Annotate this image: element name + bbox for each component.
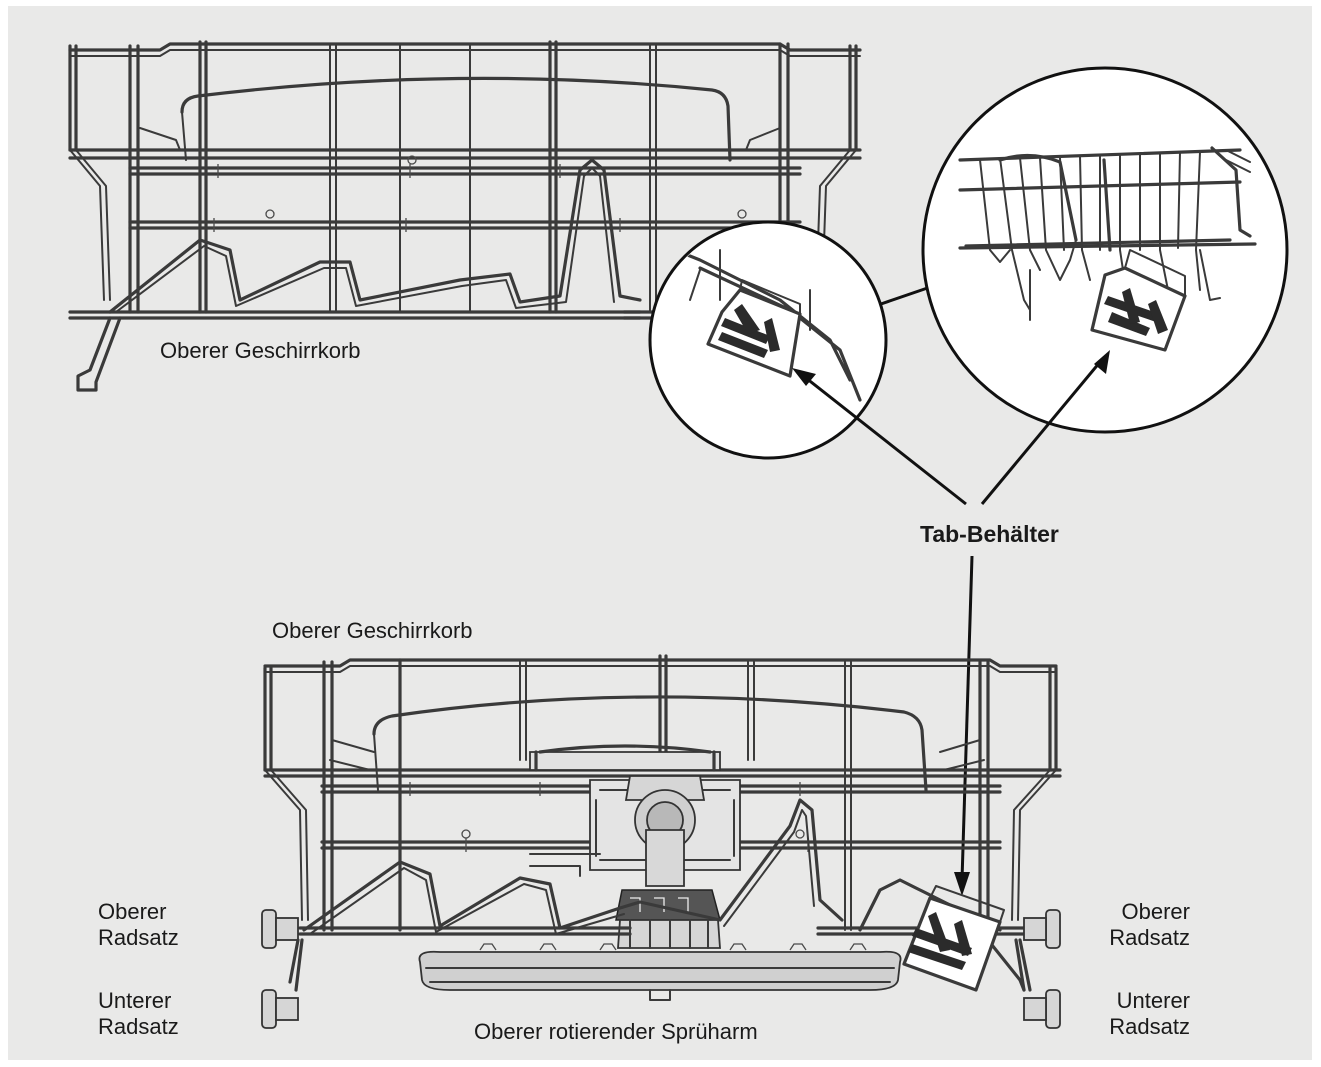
diagram-artwork bbox=[68, 40, 1289, 1029]
label-lower-wheels-right-line2: Radsatz bbox=[1109, 1014, 1190, 1039]
label-upper-wheels-right-line2: Radsatz bbox=[1109, 925, 1190, 950]
label-top-basket: Oberer Geschirrkorb bbox=[160, 338, 361, 363]
label-lower-wheels-left: Unterer Radsatz bbox=[98, 988, 179, 1040]
bottom-basket-illustration bbox=[261, 654, 1062, 1029]
label-bottom-basket: Oberer Geschirrkorb bbox=[272, 618, 473, 643]
pointer-arrows bbox=[792, 350, 1110, 896]
top-basket-illustration bbox=[68, 40, 862, 392]
diagram-panel: Oberer Geschirrkorb Tab-Behälter Oberer … bbox=[8, 6, 1312, 1060]
label-spray-arm: Oberer rotierender Sprüharm bbox=[474, 1019, 758, 1044]
label-upper-wheels-left: Oberer Radsatz bbox=[98, 899, 179, 951]
detail-view-small bbox=[648, 220, 946, 460]
label-upper-wheels-right: Oberer Radsatz bbox=[1109, 899, 1190, 951]
tab-container-graphic bbox=[902, 885, 1005, 992]
label-upper-wheels-right-line1: Oberer bbox=[1121, 899, 1190, 924]
label-upper-wheels-left-line1: Oberer bbox=[98, 899, 167, 924]
label-lower-wheels-right: Unterer Radsatz bbox=[1109, 988, 1190, 1040]
wheel-set-graphics bbox=[261, 909, 1061, 1029]
label-lower-wheels-right-line1: Unterer bbox=[1116, 988, 1190, 1013]
label-upper-wheels-left-line2: Radsatz bbox=[98, 925, 179, 950]
label-lower-wheels-left-line2: Radsatz bbox=[98, 1014, 179, 1039]
label-lower-wheels-left-line1: Unterer bbox=[98, 988, 172, 1013]
detail-view-large bbox=[921, 66, 1289, 434]
label-tab-container: Tab-Behälter bbox=[920, 521, 1059, 547]
